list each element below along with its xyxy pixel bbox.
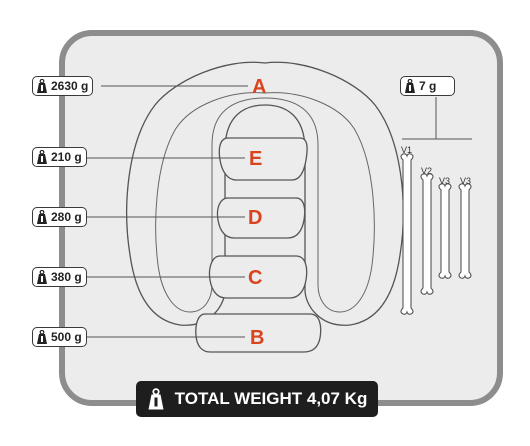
weight-value-e: 210 g bbox=[51, 150, 82, 164]
stay-label-v3-left: V3 bbox=[439, 176, 451, 186]
weight-value-stays: 7 g bbox=[419, 79, 437, 93]
stay-v3-left bbox=[438, 183, 452, 279]
weight-tag-e: 210 g bbox=[32, 147, 87, 167]
weight-icon bbox=[37, 150, 47, 164]
weight-icon bbox=[37, 270, 47, 284]
part-letter-c: C bbox=[248, 267, 263, 289]
part-a-inner-outline bbox=[155, 92, 375, 313]
weight-icon bbox=[405, 79, 415, 93]
part-letter-b: B bbox=[250, 327, 265, 349]
weight-tag-d: 280 g bbox=[32, 207, 87, 227]
stay-label-v3-right: V3 bbox=[460, 176, 472, 186]
weight-value-c: 380 g bbox=[51, 270, 82, 284]
weight-icon bbox=[37, 330, 47, 344]
weight-tag-stays: 7 g bbox=[400, 76, 456, 96]
total-weight-text: TOTAL WEIGHT 4,07 Kg bbox=[174, 389, 368, 408]
leader-lines bbox=[82, 85, 472, 338]
weight-tag-c: 380 g bbox=[32, 267, 87, 287]
part-letter-d: D bbox=[248, 207, 263, 229]
stay-label-v2: V2 bbox=[421, 166, 433, 176]
part-a-outline bbox=[126, 61, 404, 326]
stays bbox=[400, 153, 472, 315]
part-letter-a: A bbox=[252, 76, 267, 98]
stay-v2 bbox=[420, 173, 434, 295]
weight-icon bbox=[37, 210, 47, 224]
part-d-outline bbox=[216, 197, 306, 239]
part-b-outline bbox=[195, 313, 322, 353]
part-e-outline bbox=[218, 137, 308, 181]
weight-value-b: 500 g bbox=[51, 330, 82, 344]
stay-label-v1: V1 bbox=[401, 145, 413, 155]
weight-tag-a: 2630 g bbox=[32, 76, 94, 96]
weight-value-d: 280 g bbox=[51, 210, 82, 224]
weight-tag-b: 500 g bbox=[32, 327, 87, 347]
weight-icon bbox=[37, 79, 47, 93]
total-weight-banner: TOTAL WEIGHT 4,07 Kg bbox=[136, 381, 378, 417]
part-c-outline bbox=[208, 255, 308, 299]
part-letter-e: E bbox=[249, 148, 263, 170]
weight-icon bbox=[148, 388, 164, 410]
weight-value-a: 2630 g bbox=[51, 79, 89, 93]
stay-v1 bbox=[400, 153, 414, 315]
stay-v3-right bbox=[458, 183, 472, 279]
